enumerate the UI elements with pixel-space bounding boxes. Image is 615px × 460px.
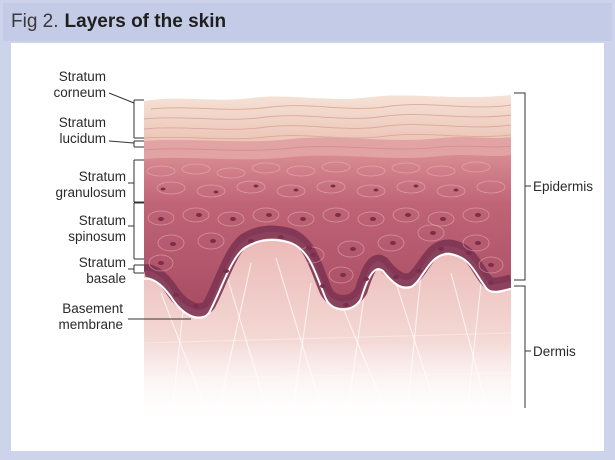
label-corneum-line1: Stratum	[59, 69, 106, 84]
bracket-spinosum	[134, 203, 144, 259]
label-spinosum-line2: spinosum	[68, 229, 126, 244]
label-spinosum-line1: Stratum	[79, 213, 126, 228]
right-brackets	[514, 93, 531, 408]
label-basale-line2: basale	[86, 271, 126, 286]
bracket-granulosum	[134, 160, 144, 202]
label-granulosum-line2: granulosum	[55, 185, 126, 200]
bracket-corneum	[134, 100, 144, 138]
region-labels: Epidermis Dermis	[533, 179, 593, 359]
skin-diagram: Stratum corneum Stratum lucidum Stratum …	[11, 43, 604, 451]
bracket-dermis	[514, 286, 525, 408]
label-basement-line2: membrane	[58, 317, 123, 332]
figure-header: Fig 2. Layers of the skin	[3, 3, 612, 41]
bracket-basale	[134, 265, 144, 273]
label-basement-line1: Basement	[62, 301, 123, 316]
diagram-panel: Stratum corneum Stratum lucidum Stratum …	[11, 43, 604, 451]
figure-number: Fig 2.	[11, 11, 59, 33]
label-lucidum-line2: lucidum	[59, 131, 106, 146]
figure-frame: Fig 2. Layers of the skin	[3, 3, 612, 457]
bracket-epidermis	[514, 93, 525, 280]
label-dermis: Dermis	[533, 344, 576, 359]
label-epidermis: Epidermis	[533, 179, 593, 194]
label-granulosum-line1: Stratum	[79, 169, 126, 184]
label-corneum-line2: corneum	[53, 85, 106, 100]
bracket-lucidum	[134, 141, 144, 147]
layer-labels: Stratum corneum Stratum lucidum Stratum …	[53, 69, 126, 332]
stratum-granulosum-layer	[144, 155, 511, 203]
figure-title: Layers of the skin	[65, 11, 227, 33]
leader-lucidum	[109, 141, 134, 143]
leader-corneum	[109, 93, 134, 103]
skin-block	[144, 95, 511, 423]
label-basale-line1: Stratum	[79, 255, 126, 270]
bottom-fade	[144, 343, 511, 423]
label-lucidum-line1: Stratum	[59, 115, 106, 130]
